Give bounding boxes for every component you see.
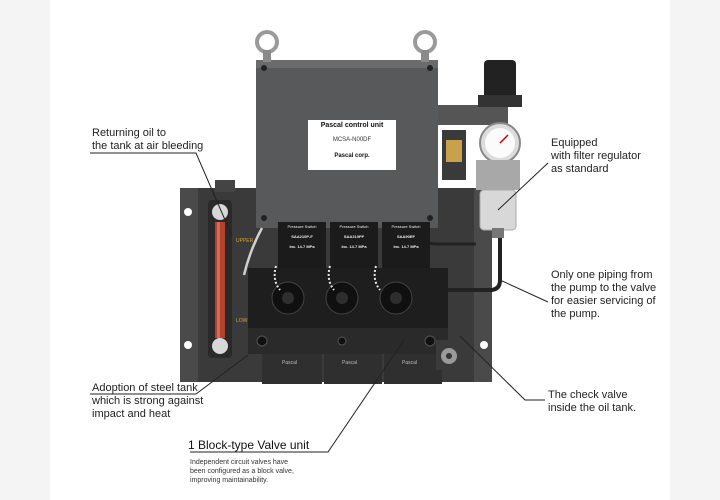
oil-level-gauge — [208, 200, 232, 358]
pump-plate-1: Pascal — [282, 360, 298, 366]
control-unit-label: Pascal control unit MCSA-N00DF Pascal co… — [308, 122, 396, 159]
switch-value: Inc. 14.7 MPa — [393, 244, 419, 249]
eye-bolt-left — [255, 30, 279, 62]
pressure-switch-3: Pressure Switch SAA90EF Inc. 14.7 MPa — [382, 224, 430, 250]
maker-name: Pascal corp. — [334, 153, 370, 159]
pressure-switch-1: Pressure Switch SAA210P-F Inc. 14.7 MPa — [278, 224, 326, 250]
switch-title: Pressure Switch — [287, 224, 317, 229]
switch-model: SAA210PF — [343, 234, 365, 239]
switch-model: SAA90EF — [396, 234, 415, 239]
callout-steel-tank: Adoption of steel tank which is strong a… — [92, 382, 204, 420]
pressure-switch-2: Pressure Switch SAA210PF Inc. 14.7 MPa — [330, 224, 378, 250]
callout-block-valve-desc: Independent circuit valves have been con… — [190, 459, 294, 484]
block-valve-unit — [248, 265, 462, 384]
switch-title: Pressure Switch — [339, 224, 369, 229]
eye-bolt-right — [413, 30, 437, 62]
level-upper-label: UPPER — [236, 238, 254, 244]
callout-filter-regulator: Equipped with filter regulator as standa… — [551, 137, 641, 175]
pump-plate-2: Pascal — [342, 360, 358, 366]
model-number: MCSA-N00DF — [332, 137, 372, 143]
callout-returning-oil: Returning oil to the tank at air bleedin… — [92, 127, 204, 152]
switch-value: Inc. 14.7 MPa — [341, 244, 367, 249]
level-low-label: LOW — [236, 318, 248, 324]
switch-title: Pressure Switch — [391, 224, 421, 229]
control-box — [256, 60, 438, 228]
callout-one-piping: Only one piping from the pump to the val… — [551, 269, 657, 320]
pump-plate-3: Pascal — [402, 360, 418, 366]
pressure-switches — [278, 222, 430, 270]
leader-lines — [90, 152, 549, 453]
filter-regulator — [438, 60, 522, 238]
callout-check-valve: The check valve inside the oil tank. — [548, 389, 637, 414]
control-unit-title: Pascal control unit — [320, 122, 384, 129]
switch-value: Inc. 14.7 MPa — [289, 244, 315, 249]
switch-model: SAA210P-F — [291, 234, 313, 239]
callout-block-valve-title: 1 Block-type Valve unit — [188, 438, 310, 452]
